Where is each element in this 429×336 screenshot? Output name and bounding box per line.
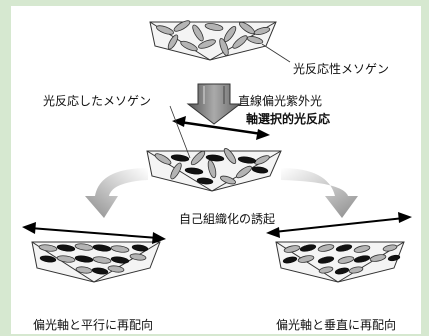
label-linear-polarized-uv: 直線偏光紫外光 (238, 94, 323, 108)
label-axis-selective-reaction: 軸選択的光反応 (246, 112, 331, 126)
leader-line-reacted (169, 105, 191, 159)
film-parallel (22, 222, 166, 283)
film-initial (149, 20, 277, 61)
label-self-organization: 自己組織化の誘起 (179, 212, 276, 226)
label-photoresponsive-mesogen: 光反応性メソゲン (293, 62, 390, 76)
branch-arrow-right (281, 168, 358, 218)
leader-line-mesogen (261, 43, 291, 63)
label-perpendicular-reorientation: 偏光軸と垂直に再配向 (276, 318, 397, 332)
film-reacted (146, 148, 282, 192)
uv-light-arrow (186, 83, 242, 125)
label-parallel-reorientation: 偏光軸と平行に再配向 (33, 318, 154, 332)
branch-arrow-left (85, 168, 148, 218)
label-reacted-mesogen: 光反応したメソゲン (43, 94, 152, 108)
film-perpendicular (266, 212, 412, 283)
polarization-axis-arrow (172, 116, 270, 140)
